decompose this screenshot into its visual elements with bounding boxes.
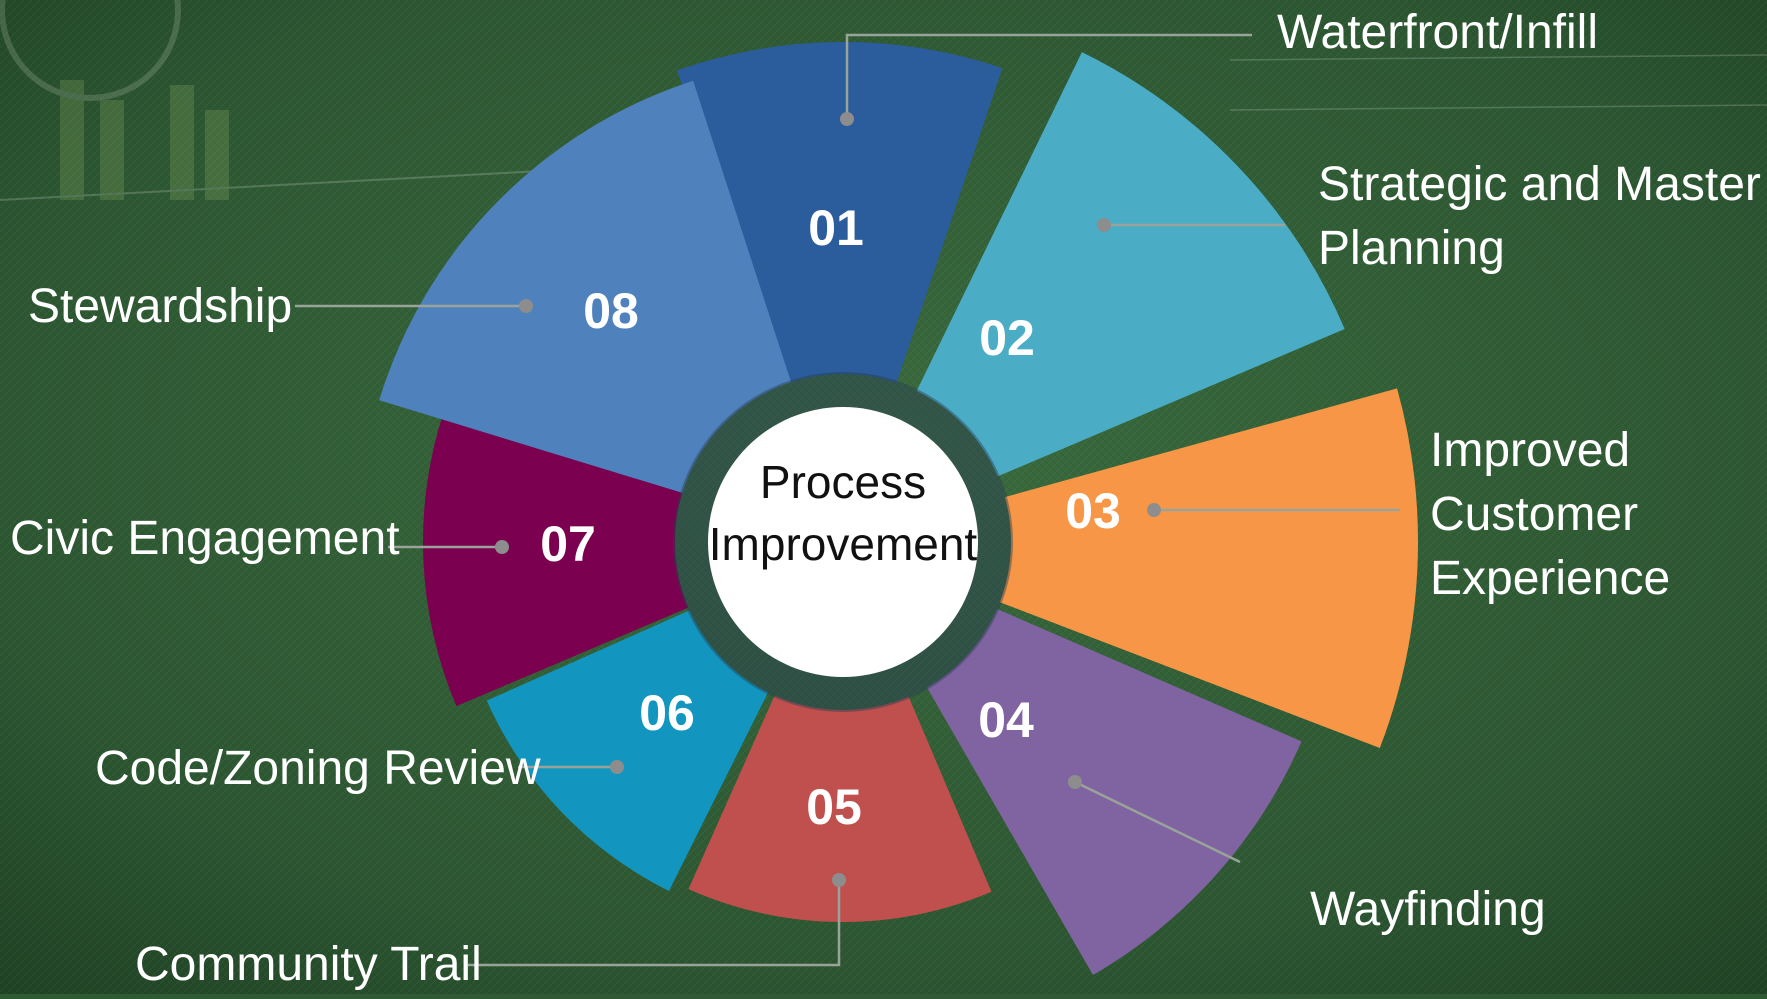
segment-label-07-line-1: Civic Engagement xyxy=(10,512,400,565)
petal-05 xyxy=(688,695,992,922)
petal-number-06: 06 xyxy=(639,685,695,741)
leader-line-05 xyxy=(468,880,841,967)
petal-number-03: 03 xyxy=(1065,483,1121,539)
leader-group xyxy=(295,33,1400,967)
segment-label-03-line-3: Experience xyxy=(1430,552,1670,605)
segment-label-07: Civic Engagement xyxy=(10,512,400,565)
center-title-line2: Improvement xyxy=(709,518,978,570)
petal-07 xyxy=(423,412,689,707)
petal-number-04: 04 xyxy=(978,692,1034,748)
petal-number-08: 08 xyxy=(583,283,639,339)
center-disc xyxy=(708,407,978,677)
leader-dot-05 xyxy=(832,873,846,887)
center-circle: Process Improvement xyxy=(708,407,978,677)
segment-label-05-line-1: Community Trail xyxy=(135,938,482,991)
segment-label-05: Community Trail xyxy=(135,938,482,991)
segment-label-06-line-1: Code/Zoning Review xyxy=(95,742,541,795)
background-ledger-decoration xyxy=(0,0,1767,201)
leader-line-01 xyxy=(845,33,1252,119)
petal-02 xyxy=(916,52,1345,477)
petal-04 xyxy=(927,608,1302,976)
petal-03 xyxy=(999,388,1418,749)
segment-label-03-line-1: Improved xyxy=(1430,424,1630,477)
petal-06 xyxy=(486,610,769,892)
segment-label-04-line-1: Wayfinding xyxy=(1310,883,1546,936)
segment-label-08-line-1: Stewardship xyxy=(28,280,292,333)
petal-08 xyxy=(379,80,792,493)
petal-number-07: 07 xyxy=(540,516,596,572)
leader-dot-01 xyxy=(840,112,854,126)
segment-label-02-line-1: Strategic and Master xyxy=(1318,158,1761,211)
leader-dot-03 xyxy=(1147,503,1161,517)
segment-label-06: Code/Zoning Review xyxy=(95,742,541,795)
segment-label-04: Wayfinding xyxy=(1310,883,1546,936)
number-group: 01 02 03 04 05 06 07 08 xyxy=(540,200,1121,835)
petal-number-02: 02 xyxy=(979,310,1035,366)
segment-label-08: Stewardship xyxy=(28,280,292,333)
leader-dot-07 xyxy=(495,540,509,554)
petal-group xyxy=(379,41,1418,976)
leader-dot-04 xyxy=(1068,775,1082,789)
leader-dot-02 xyxy=(1097,218,1111,232)
center-title-line1: Process xyxy=(760,456,926,508)
petal-number-01: 01 xyxy=(808,200,864,256)
segment-label-02-line-2: Planning xyxy=(1318,222,1505,275)
petal-number-05: 05 xyxy=(806,779,862,835)
segment-label-01: Waterfront/Infill xyxy=(1277,6,1598,59)
leader-line-04 xyxy=(1074,780,1241,864)
leader-dot-06 xyxy=(610,760,624,774)
leader-dot-08 xyxy=(519,299,533,313)
segment-label-03-line-2: Customer xyxy=(1430,488,1638,541)
segment-label-01-line-1: Waterfront/Infill xyxy=(1277,6,1598,59)
